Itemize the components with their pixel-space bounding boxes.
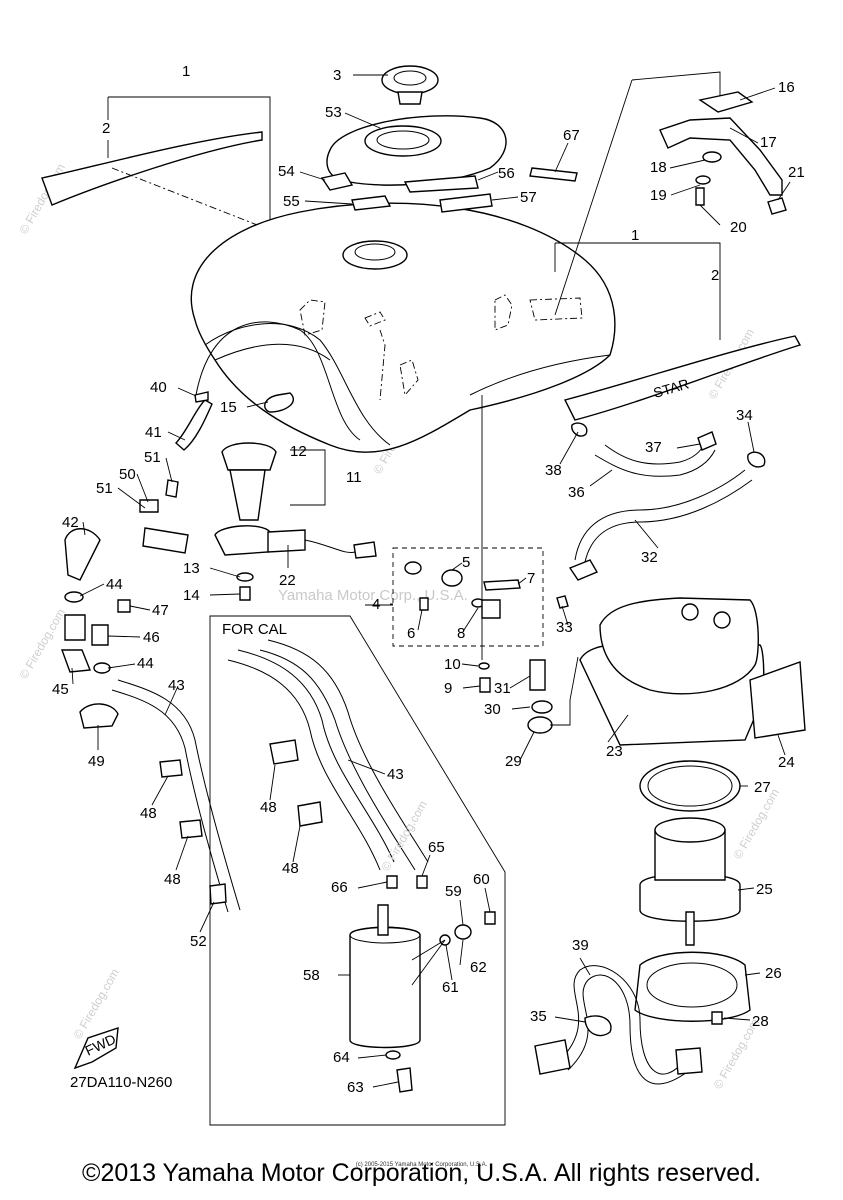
callout-16: 16	[778, 79, 795, 96]
callout-32: 32	[641, 549, 658, 566]
callout-numbers: 1 2 3 53 16 17 18 19 21 20 54 55 56 57 6…	[52, 63, 805, 1096]
callout-45: 45	[52, 681, 69, 698]
callout-37: 37	[645, 439, 662, 456]
leader-lines	[71, 74, 791, 1088]
callout-56: 56	[498, 165, 515, 182]
callout-4: 4	[372, 596, 380, 613]
for-cal-label: FOR CAL	[222, 621, 287, 638]
callout-53: 53	[325, 104, 342, 121]
callout-48-cal-second: 48	[282, 860, 299, 877]
callout-3: 3	[333, 67, 341, 84]
callout-23: 23	[606, 743, 623, 760]
fuel-pump-left	[64, 321, 377, 601]
callout-43-cal: 43	[387, 766, 404, 783]
callout-20: 20	[730, 219, 747, 236]
callout-44-second: 44	[137, 655, 154, 672]
fuel-pump-lower	[634, 760, 751, 1025]
callout-51: 51	[144, 449, 161, 466]
callout-25: 25	[756, 881, 773, 898]
callout-65: 65	[428, 839, 445, 856]
callout-9: 9	[444, 680, 452, 697]
copyright-footer: ©2013 Yamaha Motor Corporation, U.S.A. A…	[82, 1159, 761, 1187]
tank-bracket	[554, 71, 787, 316]
callout-43: 43	[168, 677, 185, 694]
callout-48-cal: 48	[260, 799, 277, 816]
callout-55: 55	[283, 193, 300, 210]
side-watermark: © Firedog.com	[16, 606, 68, 681]
callout-13: 13	[183, 560, 200, 577]
callout-2: 2	[102, 120, 110, 137]
callout-60: 60	[473, 871, 490, 888]
callout-58: 58	[303, 967, 320, 984]
callout-1: 1	[182, 63, 190, 80]
callout-48: 48	[140, 805, 157, 822]
callout-12: 12	[290, 443, 307, 460]
left-tank-emblem	[41, 96, 271, 240]
california-canister-group: FOR CAL © Firedog.com	[209, 615, 506, 1126]
callout-49: 49	[88, 753, 105, 770]
callout-44: 44	[106, 576, 123, 593]
left-hoses	[61, 591, 241, 913]
callout-39: 39	[572, 937, 589, 954]
callout-41: 41	[145, 424, 162, 441]
callout-35: 35	[530, 1008, 547, 1025]
callout-50: 50	[119, 466, 136, 483]
callout-1-right: 1	[631, 227, 639, 244]
callout-2-right: 2	[711, 267, 719, 284]
fuel-cap-assembly	[320, 65, 578, 213]
callout-51-second: 51	[96, 480, 113, 497]
callout-52: 52	[190, 933, 207, 950]
callout-5: 5	[462, 554, 470, 571]
callout-26: 26	[765, 965, 782, 982]
callout-6: 6	[407, 625, 415, 642]
model-code: 27DA110-N260	[70, 1074, 172, 1091]
side-watermark: © Firedog.com	[378, 798, 430, 873]
callout-57: 57	[520, 189, 537, 206]
callout-48-second: 48	[164, 871, 181, 888]
side-watermark: © Firedog.com	[730, 786, 782, 861]
callout-7: 7	[527, 570, 535, 587]
callout-42: 42	[62, 514, 79, 531]
callout-29: 29	[505, 753, 522, 770]
callout-59: 59	[445, 883, 462, 900]
right-hoses	[574, 431, 766, 563]
callout-34: 34	[736, 407, 753, 424]
wire-harness	[534, 965, 703, 1085]
callout-46: 46	[143, 629, 160, 646]
callout-11: 11	[346, 469, 362, 486]
callout-10: 10	[444, 656, 461, 673]
callout-21: 21	[788, 164, 805, 181]
fasteners-middle	[479, 422, 599, 734]
callout-22: 22	[279, 572, 296, 589]
fuel-valve-assembly	[365, 395, 544, 670]
callout-17: 17	[760, 134, 777, 151]
callout-18: 18	[650, 159, 667, 176]
callout-33: 33	[556, 619, 573, 636]
callout-61: 61	[442, 979, 459, 996]
callout-62: 62	[470, 959, 487, 976]
callout-14: 14	[183, 587, 200, 604]
callout-63: 63	[347, 1079, 364, 1096]
fuel-tank	[190, 202, 616, 453]
tiny-copyright: (c) 2005-2015 Yamaha Motor Corporation, …	[355, 1162, 488, 1168]
callout-31: 31	[494, 680, 511, 697]
callout-28: 28	[752, 1013, 769, 1030]
callout-27: 27	[754, 779, 771, 796]
callout-38: 38	[545, 462, 562, 479]
callout-67: 67	[563, 127, 580, 144]
callout-36: 36	[568, 484, 585, 501]
callout-54: 54	[278, 163, 295, 180]
callout-19: 19	[650, 187, 667, 204]
callout-24: 24	[778, 754, 795, 771]
callout-8: 8	[457, 625, 465, 642]
callout-40: 40	[150, 379, 167, 396]
callout-30: 30	[484, 701, 501, 718]
callout-15: 15	[220, 399, 237, 416]
callout-64: 64	[333, 1049, 350, 1066]
callout-47: 47	[152, 602, 169, 619]
callout-66: 66	[331, 879, 348, 896]
fuel-tank-inner-case	[550, 597, 806, 746]
